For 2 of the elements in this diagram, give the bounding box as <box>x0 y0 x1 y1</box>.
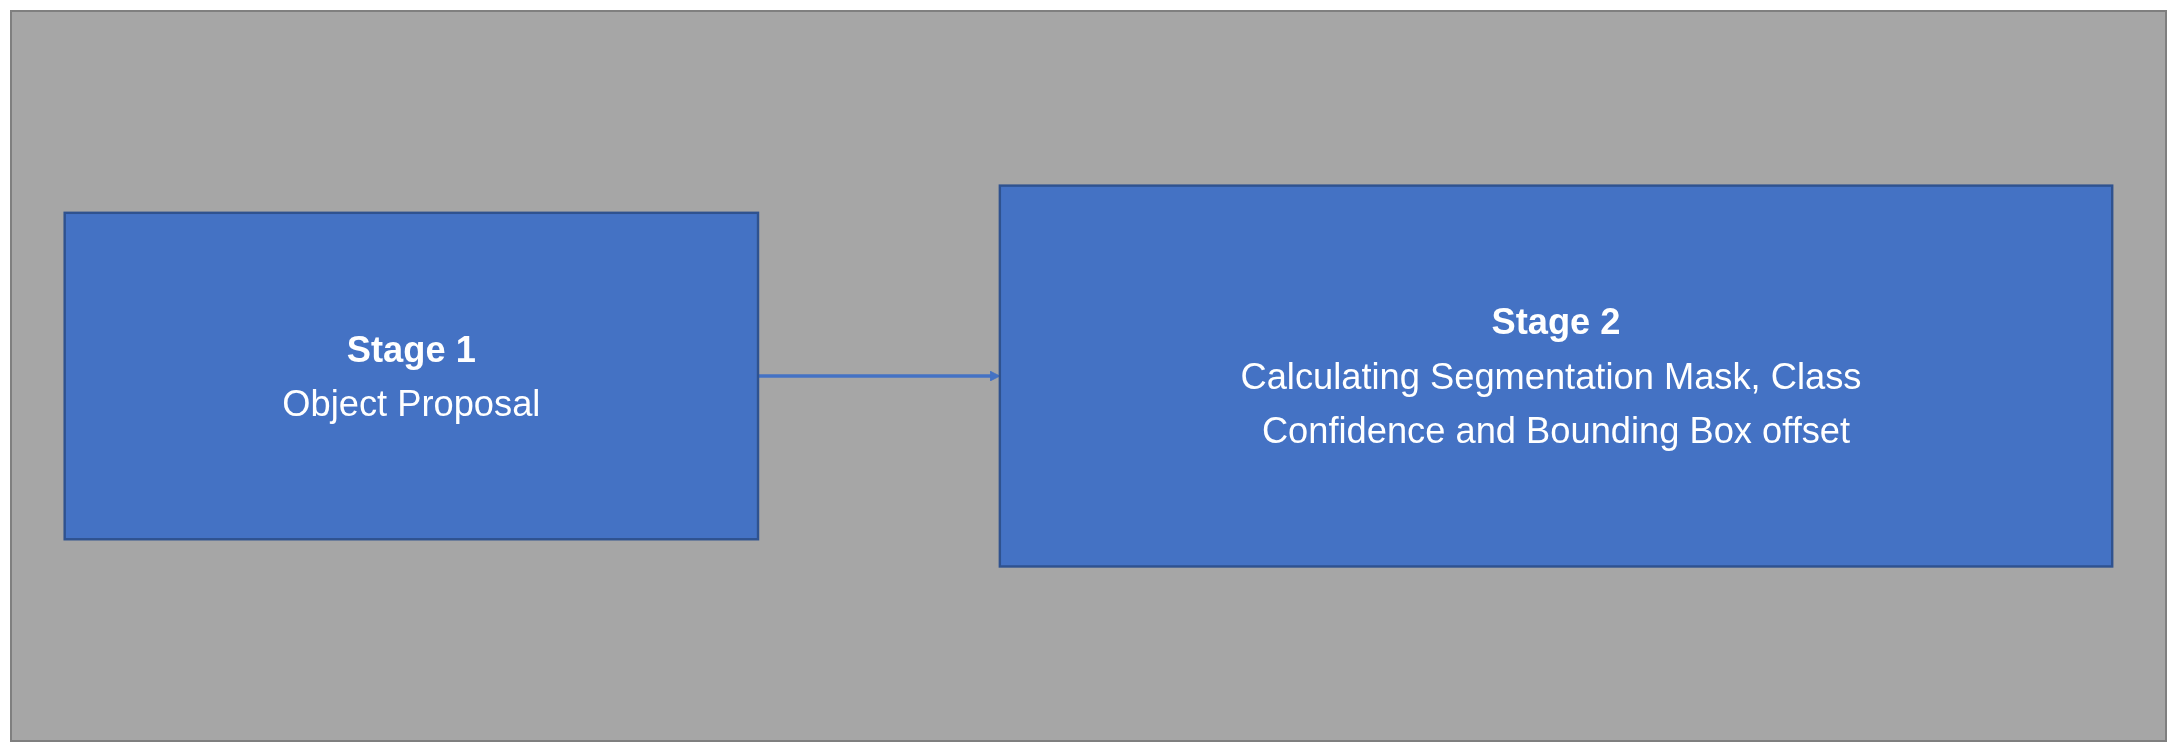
node-box: Stage 2 Calculating Segmentation Mask, Class Confidence and Bounding Box offset <box>998 184 2114 568</box>
node-box: Stage 1 Object Proposal <box>63 211 760 541</box>
